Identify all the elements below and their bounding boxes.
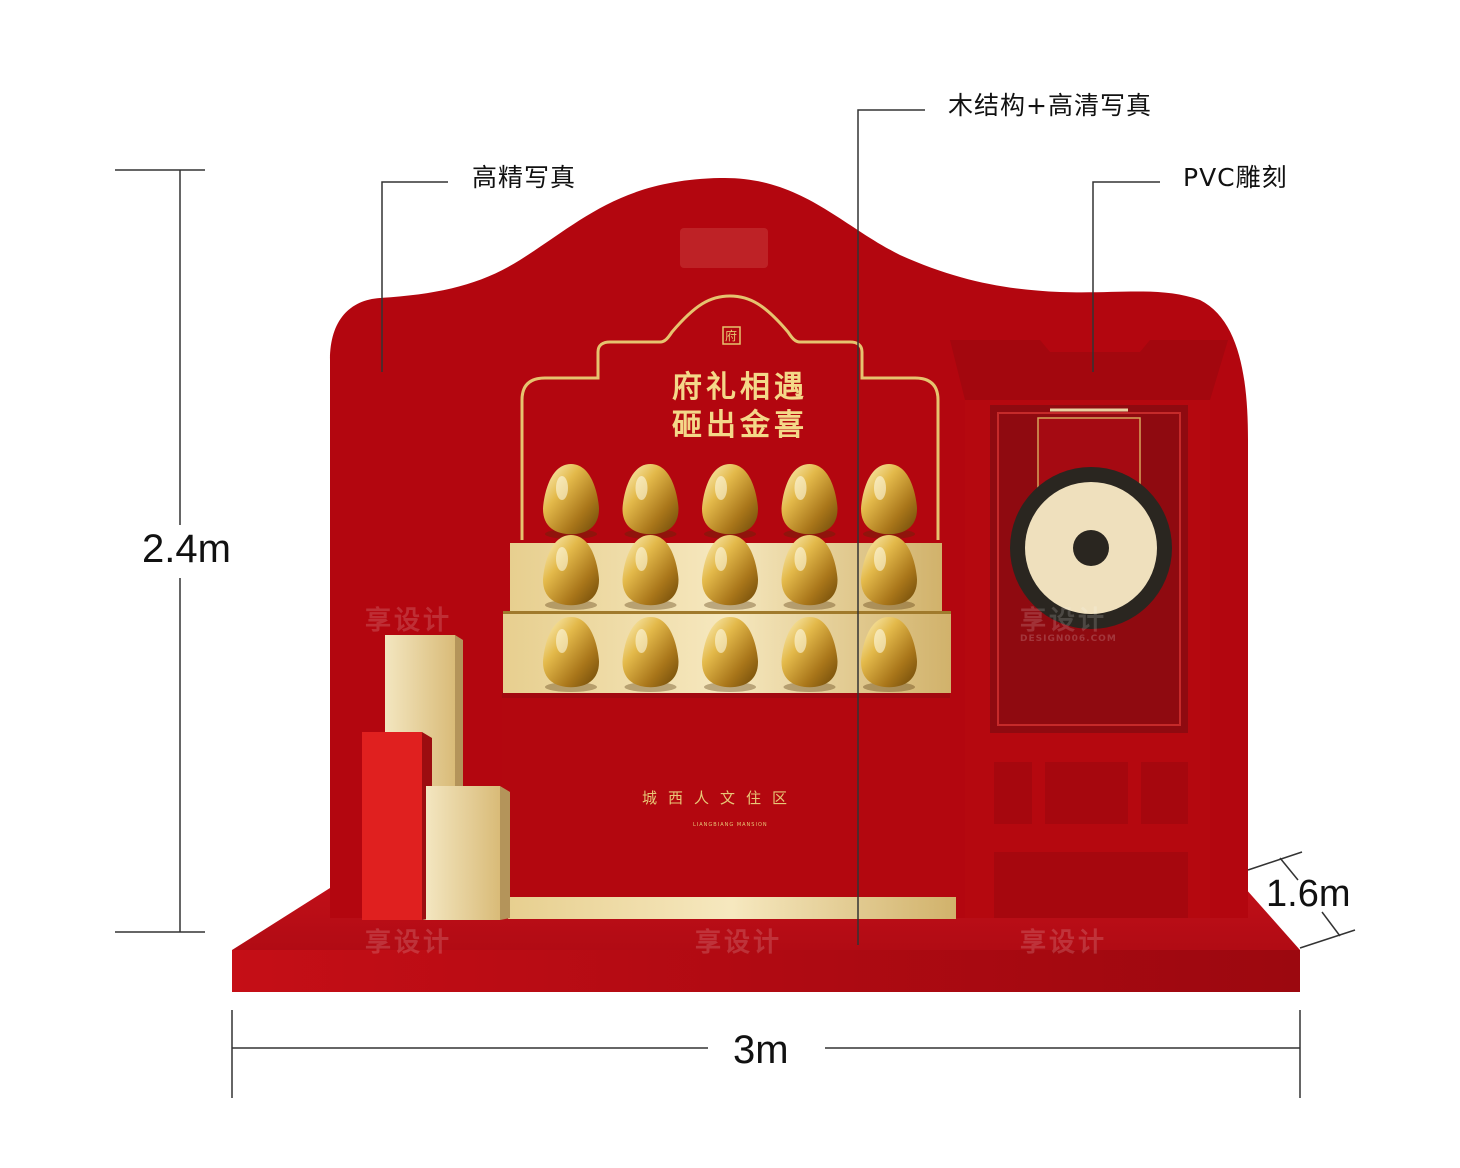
panel-title-line2: 砸出金喜 xyxy=(672,408,808,443)
seal-glyph: 府 xyxy=(725,329,738,343)
gong-cabinet xyxy=(950,340,1228,918)
decor-boxes xyxy=(362,635,510,920)
annotation-print: 高精写真 xyxy=(472,163,577,192)
dimension-depth: 1.6m xyxy=(1266,873,1351,915)
egg-highlight xyxy=(794,547,807,571)
egg-highlight xyxy=(635,629,648,653)
gong-center xyxy=(1073,530,1109,566)
egg-highlight xyxy=(715,476,727,500)
egg-highlight xyxy=(794,476,807,500)
golden-eggs xyxy=(543,464,917,692)
egg-highlight xyxy=(715,629,727,653)
width-dimension xyxy=(231,1010,1301,1098)
dimension-width: 3m xyxy=(733,1028,789,1072)
panel-title-line1: 府礼相遇 xyxy=(672,370,808,405)
dimension-height: 2.4m xyxy=(142,527,231,571)
egg-highlight xyxy=(874,476,886,500)
leader-pvc xyxy=(1092,181,1160,372)
leader-wood xyxy=(857,109,925,945)
egg-highlight xyxy=(556,547,568,571)
platform-front xyxy=(232,950,1300,992)
egg-highlight xyxy=(556,629,568,653)
egg-highlight xyxy=(635,547,648,571)
gold-frame-outline xyxy=(520,294,940,540)
egg-highlight xyxy=(635,476,648,500)
gold-floor-strip xyxy=(508,897,956,919)
panel-subtitle: 城西人文住区 xyxy=(642,789,799,807)
blurred-logo xyxy=(680,228,768,268)
egg-highlight xyxy=(874,547,886,571)
height-dimension xyxy=(115,169,205,933)
egg-highlight xyxy=(715,547,727,571)
seal-icon xyxy=(722,326,741,345)
lower-cabinet xyxy=(502,692,950,902)
depth-dimension xyxy=(1247,851,1356,949)
egg-highlight xyxy=(874,629,886,653)
annotation-pvc: PVC雕刻 xyxy=(1183,163,1288,192)
annotation-wood: 木结构+高清写真 xyxy=(948,91,1152,120)
egg-highlight xyxy=(556,476,568,500)
egg-highlight xyxy=(794,629,807,653)
leader-print xyxy=(381,181,448,372)
panel-mini-text: LIANGBIANG MANSION xyxy=(693,822,768,828)
